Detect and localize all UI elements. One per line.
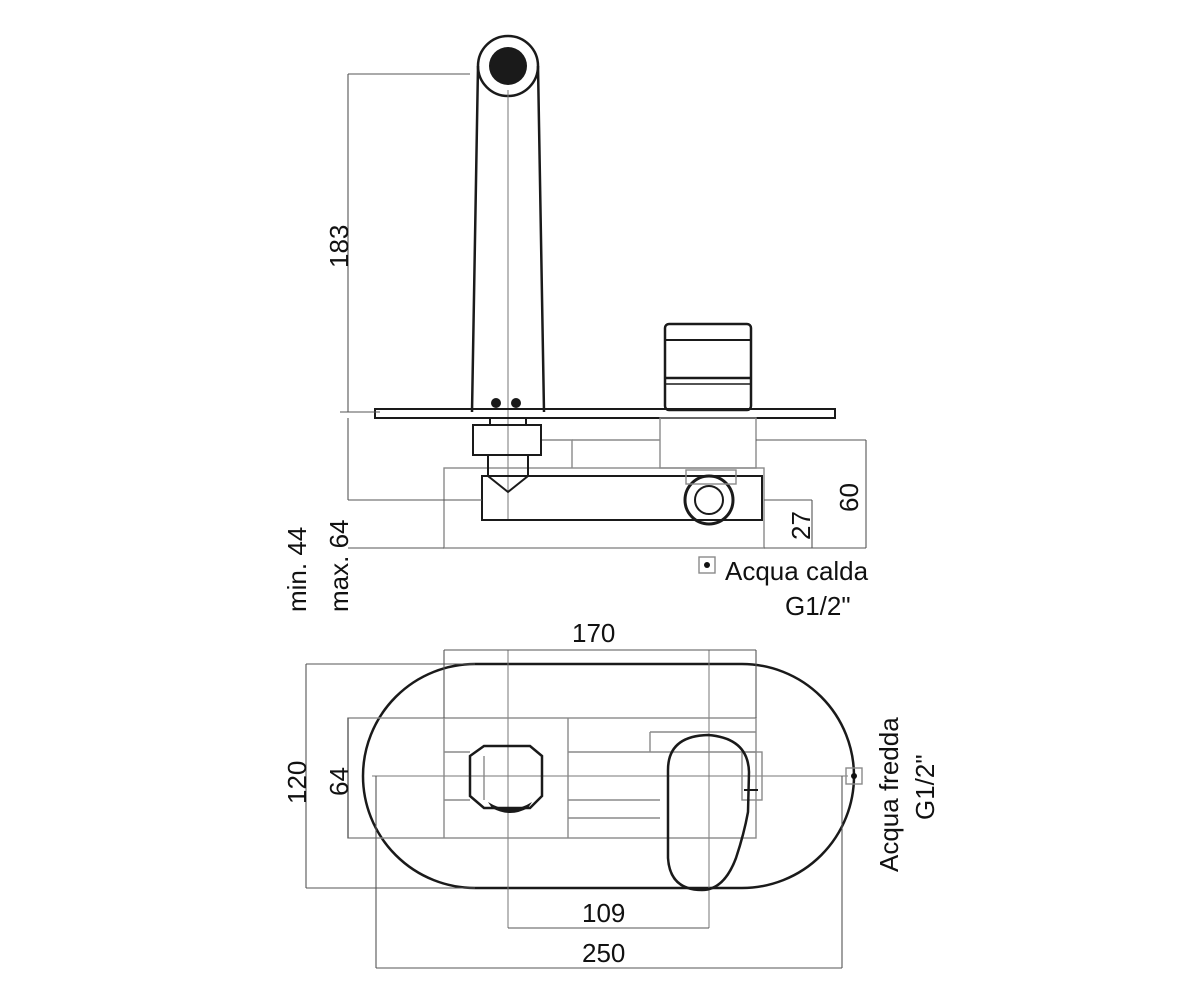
dimension-183 xyxy=(340,73,470,413)
front-spout xyxy=(468,744,544,813)
dimension-170 xyxy=(443,649,757,718)
dimension-120 xyxy=(305,663,475,889)
dimension-27 xyxy=(764,499,813,548)
dim-109-label: 109 xyxy=(582,898,625,928)
oval-plate xyxy=(361,662,856,890)
dim-250-label: 250 xyxy=(582,938,625,968)
dimension-60 xyxy=(756,439,867,549)
cold-water-label: Acqua fredda xyxy=(874,717,904,872)
dim-64-label: 64 xyxy=(324,767,354,796)
dim-max-label: max. 64 xyxy=(324,520,354,613)
cold-water-marker xyxy=(845,767,863,785)
spout-outlet xyxy=(476,34,540,98)
cold-water-thread: G1/2" xyxy=(910,754,940,820)
dimension-depth xyxy=(347,418,482,549)
hot-water-thread: G1/2" xyxy=(785,591,851,621)
screw-icon xyxy=(491,398,501,408)
mixer-handle xyxy=(663,322,753,412)
dim-min-label: min. 44 xyxy=(282,527,312,612)
dim-183-label: 183 xyxy=(324,225,354,268)
lever-handle xyxy=(666,733,751,892)
hot-water-marker xyxy=(698,556,716,574)
hot-water-label: Acqua calda xyxy=(725,556,869,586)
dim-170-label: 170 xyxy=(572,618,615,648)
dim-27-label: 27 xyxy=(786,511,816,540)
dimension-250 xyxy=(375,776,843,969)
dim-120-label: 120 xyxy=(282,761,312,804)
dim-60-label: 60 xyxy=(834,483,864,512)
side-view: 183 min. 44 max. 64 60 27 Acqua calda G1… xyxy=(282,34,869,621)
wall-plate xyxy=(374,408,836,419)
concealed-body xyxy=(443,417,765,549)
spout-body xyxy=(470,65,546,413)
screw-icon xyxy=(511,398,521,408)
front-view: 170 120 64 109 250 Acqua fredda G1/2" xyxy=(282,618,940,969)
